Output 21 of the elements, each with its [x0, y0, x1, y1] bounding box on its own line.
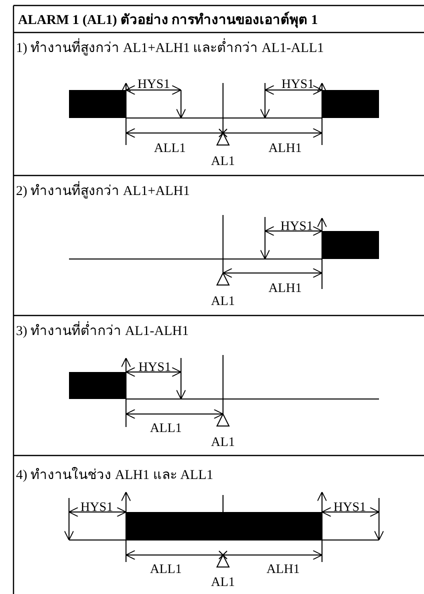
section-heading: 4) ทำงานในช่วง ALH1 และ ALL1: [16, 466, 214, 482]
dimension-label: HYS1: [138, 76, 170, 90]
setpoint-label: AL1: [211, 152, 235, 168]
dimension-label: ALH1: [268, 280, 302, 294]
setpoint-label: AL1: [211, 574, 235, 588]
setpoint-label: AL1: [211, 434, 235, 448]
dimension-label: ALL1: [154, 140, 186, 154]
dimension-label: HYS1: [282, 76, 314, 90]
dimension-label: ALL1: [150, 560, 182, 576]
dimension-label: HYS1: [280, 218, 314, 232]
section-heading: 3) ทำงานที่ต่ำกว่า AL1-ALH1: [16, 322, 189, 338]
section-heading: 2) ทำงานที่สูงกว่า AL1+ALH1: [16, 182, 190, 198]
setpoint-label: AL1: [211, 292, 235, 308]
dimension-label: ALH1: [268, 140, 302, 154]
dimension-label: ALH1: [266, 560, 300, 576]
table-title: ALARM 1 (AL1) ตัวอย่าง การทำงานของเอาต์พุต 1: [18, 12, 318, 26]
dimension-label: HYS1: [80, 498, 114, 514]
section-heading: 1) ทำงานที่สูงกว่า AL1+ALH1 และต่ำกว่า AL1-ALL1: [16, 40, 324, 54]
dimension-label: HYS1: [138, 358, 172, 374]
dimension-label: ALL1: [150, 420, 182, 434]
dimension-label: HYS1: [334, 498, 366, 514]
